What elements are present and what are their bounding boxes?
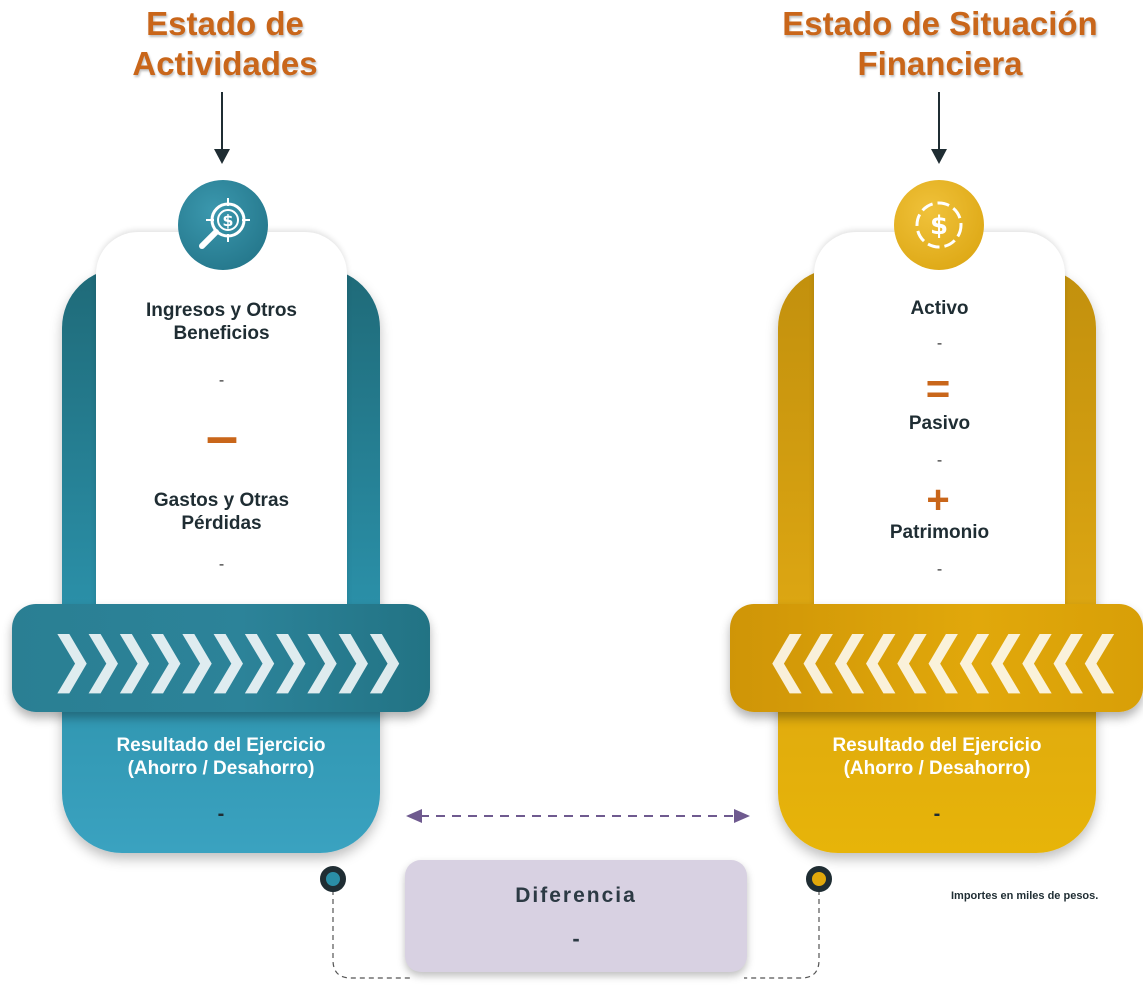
left-title: Estado de Actividades	[80, 4, 370, 84]
left-down-arrow	[214, 92, 230, 164]
magnifier-dollar-icon: $	[178, 180, 268, 270]
right-down-arrow	[931, 92, 947, 164]
right-chevron-band: ❮❮❮❮❮❮❮❮❮❮❮	[730, 604, 1143, 712]
dollar-coin-icon: $	[894, 180, 984, 270]
left-chevron-band: ❯❯❯❯❯❯❯❯❯❯❯	[12, 604, 430, 712]
left-result-label-line1: Resultado del Ejercicio	[116, 735, 326, 756]
left-title-line2: Actividades	[132, 45, 318, 82]
right-title: Estado de Situación Financiera	[760, 4, 1120, 84]
left-connector-dot	[320, 866, 346, 892]
right-liability-label: Pasivo	[908, 413, 971, 434]
right-equals-operator: =	[925, 365, 951, 412]
svg-text:$: $	[930, 211, 948, 241]
left-income-label-line1: Ingresos y Otros	[146, 300, 297, 321]
right-connector-dot	[806, 866, 832, 892]
left-result-value: -	[217, 803, 225, 825]
right-equity-label: Patrimonio	[889, 522, 990, 543]
left-minus-operator: –	[205, 404, 239, 469]
right-result-label-line1: Resultado del Ejercicio	[832, 735, 1042, 756]
difference-value: -	[572, 926, 580, 951]
left-expense-value: -	[218, 556, 225, 573]
double-arrow	[406, 809, 750, 823]
left-chevrons-icon: ❮❮❮❮❮❮❮❮❮❮❮	[764, 623, 1123, 693]
right-plus-operator: +	[926, 478, 950, 522]
units-note: Importes en miles de pesos.	[951, 890, 1099, 902]
left-expense-label-line1: Gastos y Otras	[153, 490, 290, 511]
difference-box	[405, 860, 747, 972]
left-title-line1: Estado de	[146, 5, 304, 42]
right-equity-value: -	[936, 561, 943, 578]
right-dashed-connector	[744, 890, 820, 979]
right-card-inner-panel	[814, 232, 1065, 612]
right-title-line1: Estado de Situación	[782, 5, 1098, 42]
right-asset-label: Activo	[910, 298, 969, 319]
left-result-label: Resultado del Ejercicio (Ahorro / Desaho…	[62, 734, 380, 780]
right-result-label-line2: (Ahorro / Desahorro)	[843, 758, 1031, 779]
right-asset-value: -	[936, 335, 943, 352]
right-title-line2: Financiera	[857, 45, 1023, 82]
left-income-label-line2: Beneficios	[173, 323, 270, 344]
left-expense-label-line2: Pérdidas	[181, 513, 262, 534]
left-result-label-line2: (Ahorro / Desahorro)	[127, 758, 315, 779]
left-card-inner-panel	[96, 232, 347, 612]
left-income-label: Ingresos y Otros Beneficios	[96, 299, 347, 345]
right-result-value: -	[933, 803, 941, 825]
svg-text:$: $	[222, 211, 233, 230]
left-income-value: -	[218, 372, 225, 389]
left-dashed-connector	[332, 890, 410, 979]
right-chevrons-icon: ❯❯❯❯❯❯❯❯❯❯❯	[49, 623, 407, 693]
difference-title: Diferencia	[515, 884, 637, 907]
left-expense-label: Gastos y Otras Pérdidas	[96, 489, 347, 535]
right-liability-value: -	[936, 452, 943, 469]
right-result-label: Resultado del Ejercicio (Ahorro / Desaho…	[778, 734, 1096, 780]
